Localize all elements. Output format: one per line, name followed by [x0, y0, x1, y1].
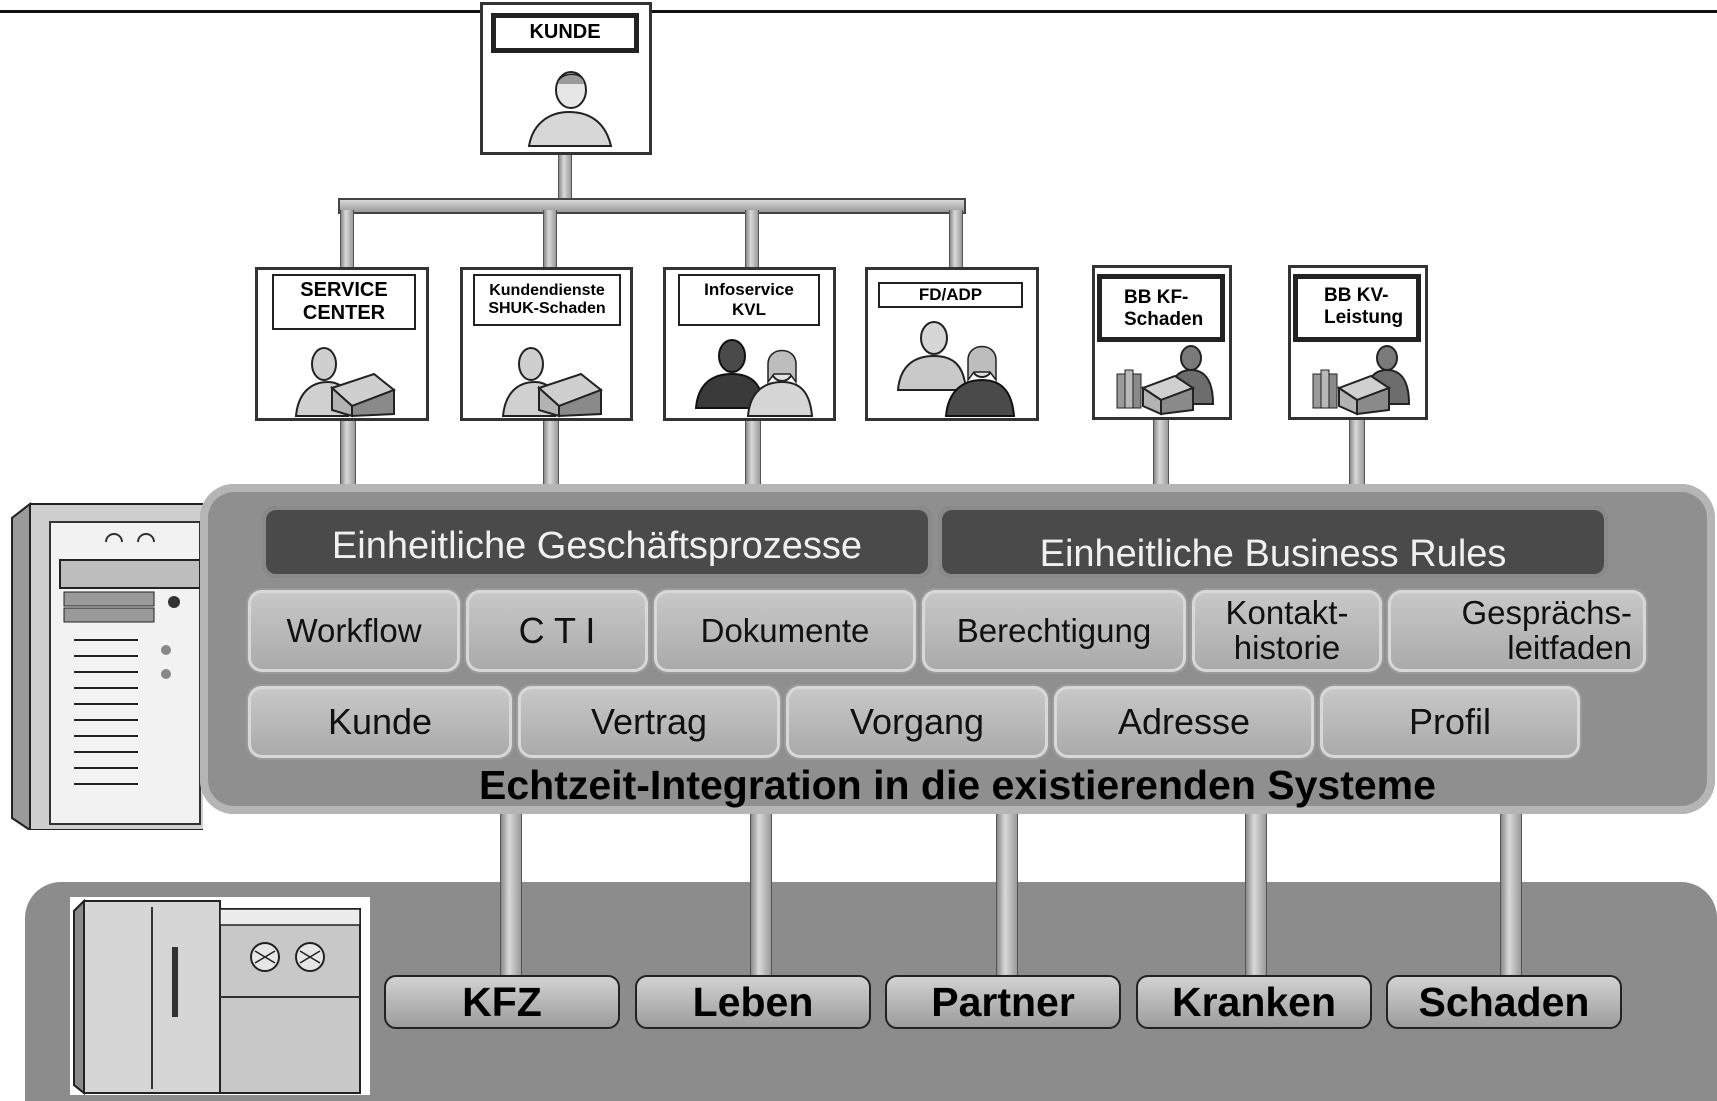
connector-role-1 — [340, 210, 354, 268]
connector-role-6-platform — [1349, 418, 1365, 488]
role-label: SERVICE CENTER — [272, 274, 416, 330]
role-label: FD/ADP — [878, 282, 1023, 308]
connector-role-3 — [745, 210, 759, 268]
processes-bar: Einheitliche Geschäftsprozesse — [262, 506, 932, 578]
connector-partner — [996, 814, 1018, 977]
agent-headset-icon — [294, 347, 396, 418]
two-people-icon — [694, 339, 814, 417]
role-label: BB KV- Leistung — [1293, 274, 1421, 342]
connector-role-2 — [543, 210, 557, 268]
role-label: Infoservice KVL — [678, 274, 820, 326]
service-berechtigung: Berechtigung — [922, 590, 1186, 672]
back-office-icon — [1312, 345, 1411, 416]
system-schaden: Schaden — [1386, 975, 1622, 1029]
connector-bar — [338, 198, 966, 214]
connector-leben — [750, 814, 772, 977]
service-workflow: Workflow — [248, 590, 460, 672]
service-kontakthistorie: Kontakt- historie — [1192, 590, 1382, 672]
connector-role-1-platform — [340, 418, 356, 488]
service-gespraechsleitfaden: Gesprächs- leitfaden — [1388, 590, 1646, 672]
role-fd-adp: FD/ADP — [865, 267, 1039, 421]
agent-headset-icon — [501, 347, 603, 418]
entity-adresse: Adresse — [1054, 686, 1314, 758]
role-bb-kv-leistung: BB KV- Leistung — [1288, 265, 1428, 420]
system-leben: Leben — [635, 975, 871, 1029]
role-kundendienste: Kundendienste SHUK-Schaden — [460, 267, 633, 421]
customer-person-icon — [527, 71, 613, 147]
mainframe-icon — [70, 897, 370, 1095]
entity-kunde: Kunde — [248, 686, 512, 758]
server-tower-icon — [11, 501, 203, 830]
header-rule — [0, 10, 1717, 13]
system-partner: Partner — [885, 975, 1121, 1029]
entity-vorgang: Vorgang — [786, 686, 1048, 758]
system-kfz: KFZ — [384, 975, 620, 1029]
connector-role-5-platform — [1153, 418, 1169, 488]
connector-kranken — [1245, 814, 1267, 977]
rules-bar: Einheitliche Business Rules — [938, 506, 1608, 578]
customer-box: KUNDE — [480, 2, 652, 155]
connector-customer — [558, 152, 572, 210]
two-people-icon — [896, 321, 1016, 417]
connector-role-4 — [949, 210, 963, 268]
role-infoservice: Infoservice KVL — [663, 267, 836, 421]
service-dokumente: Dokumente — [654, 590, 916, 672]
connector-schaden — [1500, 814, 1522, 977]
customer-label: KUNDE — [491, 13, 639, 53]
service-cti: C T I — [466, 590, 648, 672]
role-label: BB KF- Schaden — [1097, 274, 1225, 342]
back-office-icon — [1116, 345, 1215, 416]
role-bb-kf-schaden: BB KF- Schaden — [1092, 265, 1232, 420]
connector-kfz — [500, 814, 522, 977]
integration-caption: Echtzeit-Integration in die existierende… — [479, 762, 1436, 808]
system-kranken: Kranken — [1136, 975, 1372, 1029]
connector-role-2-platform — [543, 418, 559, 488]
role-label: Kundendienste SHUK-Schaden — [473, 274, 621, 326]
entity-profil: Profil — [1320, 686, 1580, 758]
entity-vertrag: Vertrag — [518, 686, 780, 758]
connector-role-3-platform — [745, 418, 761, 488]
role-service-center: SERVICE CENTER — [255, 267, 429, 421]
